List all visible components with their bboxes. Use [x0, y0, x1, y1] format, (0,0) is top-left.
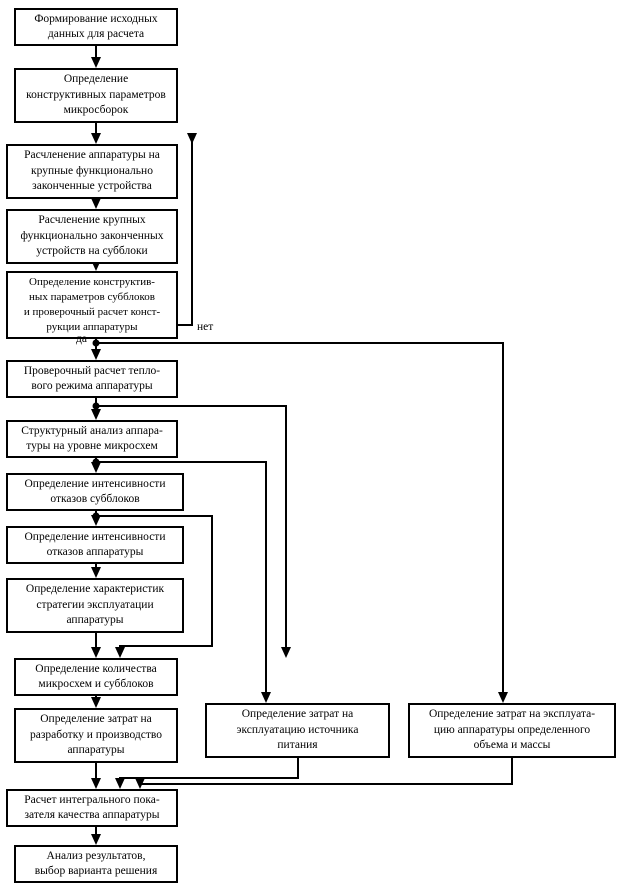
node-label: Определение конструктивных параметров ми… — [26, 73, 166, 117]
node-label: Определение характеристик стратегии эксп… — [25, 583, 165, 627]
arrowhead-n3 — [91, 133, 101, 144]
arrowhead-n11-c — [281, 647, 291, 658]
junction-n6-out — [92, 402, 100, 410]
arrowhead-n12 — [91, 697, 101, 708]
edge-n14-n15 — [140, 758, 513, 785]
arrowhead-n10 — [91, 567, 101, 578]
node-formirovanie-ishodnyh-dannyh[interactable]: Формирование исходных данных для расчета — [14, 8, 178, 46]
junction-n7-out — [92, 458, 100, 466]
arrowhead-n13-b — [261, 692, 271, 703]
node-raschlenenie-krupnyh-ustrojstv[interactable]: Расчленение крупных функционально законч… — [6, 209, 178, 264]
node-label: Расчленение крупных функционально законч… — [20, 214, 164, 258]
arrowhead-n6 — [91, 349, 101, 360]
node-analiz-rezultatov[interactable]: Анализ результатов, выбор варианта решен… — [14, 845, 178, 883]
node-strukturnyj-analiz-apparatury[interactable]: Структурный анализ аппара- туры на уровн… — [6, 420, 178, 458]
node-label: Определение конструктив- ных параметров … — [23, 276, 161, 333]
arrowhead-n15-c — [135, 778, 145, 789]
arrowhead-n8 — [91, 462, 101, 473]
edge-label-da: да — [76, 333, 87, 345]
arrowhead-n4 — [91, 198, 101, 209]
node-opredelenie-konstruktivnyh-parametrov-subblokov[interactable]: Определение конструктив- ных параметров … — [6, 271, 178, 339]
arrowhead-n11-b — [115, 647, 125, 658]
node-zatraty-na-ekspluataciyu-apparatury[interactable]: Определение затрат на эксплуата- цию апп… — [408, 703, 616, 758]
node-zatraty-na-ekspluataciyu-istochnika-pitaniya[interactable]: Определение затрат на эксплуатацию источ… — [205, 703, 390, 758]
node-label: Расчет интегрального пока- зателя качест… — [24, 793, 160, 822]
node-label: Определение количества микросхем и суббл… — [35, 662, 157, 691]
node-label: Формирование исходных данных для расчета — [34, 12, 158, 41]
node-label: Определение затрат на эксплуатацию источ… — [236, 708, 359, 752]
node-raschlenenie-apparatury[interactable]: Расчленение аппаратуры на крупные функци… — [6, 144, 178, 199]
junction-da — [92, 339, 100, 347]
arrowhead-n11-a — [91, 647, 101, 658]
arrowhead-n14 — [498, 692, 508, 703]
node-raschet-integralnogo-pokazatelya[interactable]: Расчет интегрального пока- зателя качест… — [6, 789, 178, 827]
arrowhead-n9 — [91, 515, 101, 526]
node-label: Анализ результатов, выбор варианта решен… — [34, 849, 158, 878]
node-intensivnost-otkazov-apparatury[interactable]: Определение интенсивности отказов аппара… — [6, 526, 184, 564]
node-label: Определение интенсивности отказов суббло… — [24, 477, 166, 506]
arrowhead-n15-b — [115, 778, 125, 789]
arrowhead-n16 — [91, 834, 101, 845]
node-zatraty-na-razrabotku-i-proizvodstvo[interactable]: Определение затрат на разработку и произ… — [14, 708, 178, 763]
node-label: Структурный анализ аппара- туры на уровн… — [21, 424, 163, 453]
arrowhead-n2 — [91, 57, 101, 68]
node-opredelenie-konstruktivnyh-parametrov-mikrosborok[interactable]: Определение конструктивных параметров ми… — [14, 68, 178, 123]
arrowhead-n7 — [91, 409, 101, 420]
node-label: Проверочный расчет тепло- вого режима ап… — [23, 364, 161, 393]
node-kolichestvo-mikroshem-i-subblokov[interactable]: Определение количества микросхем и суббл… — [14, 658, 178, 696]
edge-label-net: нет — [197, 321, 214, 333]
arrowhead-n3-feedback — [187, 133, 197, 144]
node-label: Определение затрат на разработку и произ… — [29, 713, 162, 757]
node-harakteristiki-strategii-ekspluatacii[interactable]: Определение характеристик стратегии эксп… — [6, 578, 184, 633]
node-label: Расчленение аппаратуры на крупные функци… — [24, 149, 160, 193]
edge-n5-n3-net — [178, 135, 193, 326]
junction-n8-out — [92, 512, 100, 520]
arrowhead-n15-a — [91, 778, 101, 789]
node-label: Определение затрат на эксплуата- цию апп… — [428, 708, 596, 752]
node-intensivnost-otkazov-subblokov[interactable]: Определение интенсивности отказов суббло… — [6, 473, 184, 511]
node-proverochnyj-raschet-teplovogo-rezhima[interactable]: Проверочный расчет тепло- вого режима ап… — [6, 360, 178, 398]
node-label: Определение интенсивности отказов аппара… — [24, 530, 166, 559]
